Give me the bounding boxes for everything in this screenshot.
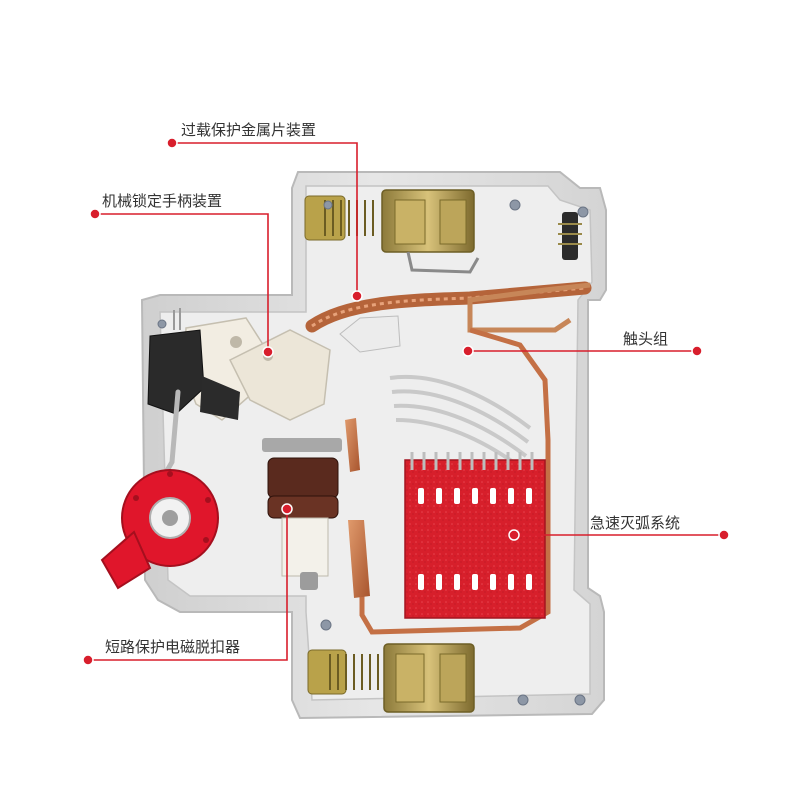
marker-overload-end	[351, 290, 363, 302]
label-handle: 机械锁定手柄装置	[102, 192, 223, 210]
top-spring	[558, 212, 582, 260]
marker-arc-start	[508, 529, 520, 541]
leader-shortcircuit	[88, 509, 288, 661]
handle-knob	[100, 469, 219, 590]
marker-shortcircuit-end	[82, 654, 94, 666]
marker-dots	[82, 137, 730, 666]
leader-handle	[95, 213, 269, 352]
trip-mechanism	[147, 308, 401, 421]
label-contact: 触头组	[623, 330, 669, 348]
marker-shortcircuit-start	[281, 503, 293, 515]
bottom-terminal	[307, 643, 475, 713]
marker-handle-start	[89, 208, 101, 220]
label-overload: 过载保护金属片装置	[181, 121, 317, 139]
mounting-holes	[157, 199, 589, 706]
marker-overload-start	[166, 137, 178, 149]
trip-coil	[262, 418, 370, 598]
label-shortcircuit: 短路保护电磁脱扣器	[105, 638, 241, 656]
marker-contact-start	[462, 345, 474, 357]
marker-arc-end	[718, 529, 730, 541]
arc-chamber	[404, 452, 546, 619]
leader-lines	[88, 142, 724, 661]
marker-handle-end	[262, 346, 274, 358]
contact-arm	[359, 327, 551, 635]
leader-overload	[172, 142, 358, 296]
bimetal-braid	[305, 281, 592, 333]
label-arc: 急速灭弧系统	[590, 514, 681, 532]
marker-contact-end	[691, 345, 703, 357]
